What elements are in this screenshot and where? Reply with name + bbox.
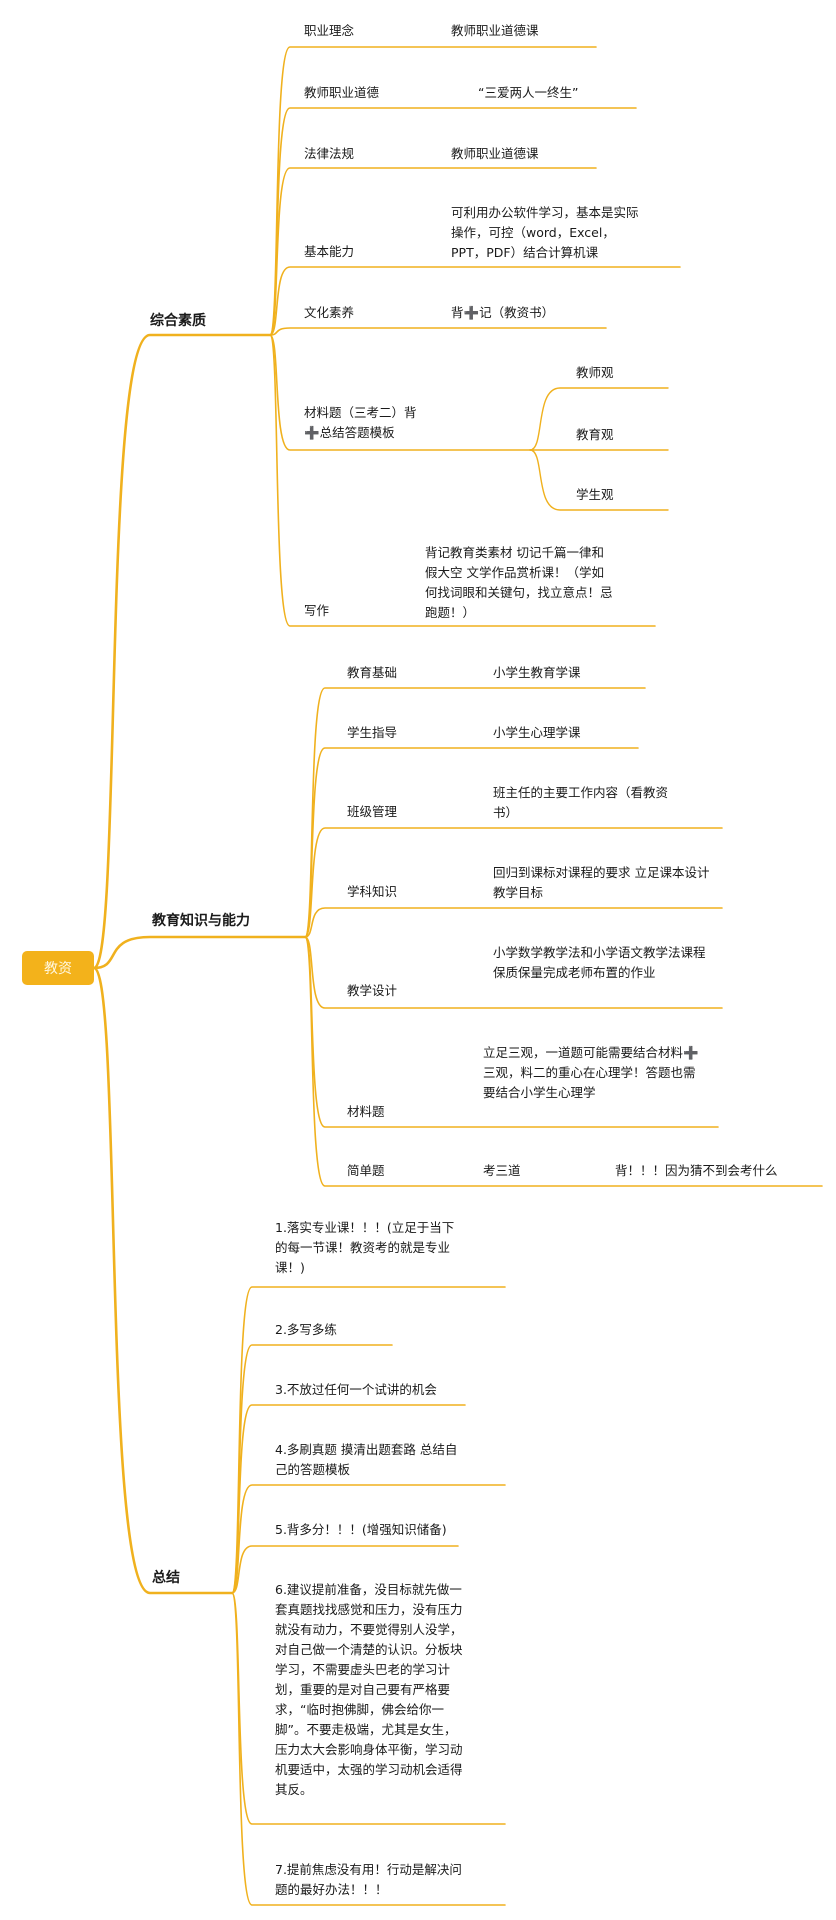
branch-jiaoyu-label: 教育知识与能力 xyxy=(152,913,250,929)
note-jiandan-ti: 考三道 xyxy=(483,1163,521,1178)
note-zhiye-linian: 教师职业道德课 xyxy=(451,23,539,38)
leaf-jiaoyu-jichu: 教育基础 xyxy=(347,665,398,680)
root-label: 教资 xyxy=(44,961,72,977)
note-jiaoyu-jichu: 小学生教育学课 xyxy=(493,665,581,680)
root-node[interactable]: 教资 xyxy=(22,951,94,985)
leaf-wenhua-suyang: 文化素养 xyxy=(304,305,355,320)
leaf-banji-guanli: 班级管理 xyxy=(347,804,398,819)
branch-zongjie-label: 总结 xyxy=(152,1570,180,1586)
connector-root-zonghe xyxy=(92,333,272,970)
leaf-xiezuo: 写作 xyxy=(304,603,330,618)
sub-jiaoshi-guan: 教师观 xyxy=(576,365,614,380)
connector-zonghe-jiben xyxy=(269,266,681,336)
leaf-jiandan-ti: 简单题 xyxy=(347,1163,385,1178)
note-jiben-nengli: 可利用办公软件学习，基本是实际操作，可控（word，Excel，PPT，PDF）… xyxy=(451,205,639,260)
leaf-xuesheng-zhidao: 学生指导 xyxy=(347,725,398,740)
connector-zongjie-4 xyxy=(231,1484,506,1594)
leaf-xueke-zhishi: 学科知识 xyxy=(347,884,398,899)
sub-jiaoyu-guan: 教育观 xyxy=(576,427,614,442)
leaf-zhiye-linian: 职业理念 xyxy=(304,23,355,38)
connector-jiaoyu-jiandan xyxy=(304,936,823,1187)
summary-item-3: 3.不放过任何一个试讲的机会 xyxy=(275,1382,437,1397)
connector-cailiao-jiaoshi xyxy=(529,387,669,451)
summary-item-2: 2.多写多练 xyxy=(275,1322,337,1337)
connector-jiaoyu-banji xyxy=(304,827,723,938)
branch-zonghe-label: 综合素质 xyxy=(150,313,206,329)
note-falv-fagui: 教师职业道德课 xyxy=(451,146,539,161)
connector-zonghe-cailiao xyxy=(269,334,531,451)
summary-item-4: 4.多刷真题 摸清出题套路 总结自己的答题模板 xyxy=(275,1442,458,1477)
summary-item-6: 6.建议提前准备，没目标就先做一套真题找找感觉和压力，没有压力就没有动力，不要觉… xyxy=(275,1582,463,1797)
connector-root-zongjie xyxy=(92,966,234,1595)
note-banji-guanli: 班主任的主要工作内容（看教资书） xyxy=(493,785,669,820)
note-wenhua-suyang: 背➕记（教资书） xyxy=(451,305,555,320)
connector-jiaoyu-xueke xyxy=(304,907,723,938)
summary-item-1: 1.落实专业课！！！(立足于当下的每一节课！教资考的就是专业课！) xyxy=(275,1220,455,1275)
connector-zongjie-5 xyxy=(231,1545,459,1594)
connector-zonghe-wenhua xyxy=(269,327,607,336)
connector-zonghe-falv xyxy=(269,167,597,336)
connector-jiaoyu-sheji xyxy=(304,936,723,1009)
summary-item-7: 7.提前焦虑没有用！行动是解决问题的最好办法！！！ xyxy=(275,1862,462,1897)
note-jiandan-ti-2: 背！！！因为猜不到会考什么 xyxy=(615,1163,778,1178)
connector-cailiao-xuesheng xyxy=(529,449,669,511)
connector-zongjie-7 xyxy=(231,1592,506,1906)
note-jiaoshi-daode: “三爱两人一终生” xyxy=(478,85,579,100)
connector-zonghe-xiezuo xyxy=(269,334,656,627)
note-xuesheng-zhidao: 小学生心理学课 xyxy=(493,725,581,740)
connector-zongjie-3 xyxy=(231,1404,466,1594)
summary-item-5: 5.背多分！！！(增强知识储备) xyxy=(275,1522,447,1537)
leaf-cailiao-ti-2: 材料题 xyxy=(347,1104,385,1119)
leaf-falv-fagui: 法律法规 xyxy=(304,146,355,161)
note-cailiao-ti-2: 立足三观，一道题可能需要结合材料➕三观，料二的重心在心理学！答题也需要结合小学生… xyxy=(483,1045,699,1100)
note-jiaoxue-sheji: 小学数学教学法和小学语文教学法课程 保质保量完成老师布置的作业 xyxy=(493,945,706,980)
leaf-jiaoxue-sheji: 教学设计 xyxy=(347,983,398,998)
leaf-jiben-nengli: 基本能力 xyxy=(304,244,355,259)
leaf-cailiao-ti: 材料题（三考二）背➕总结答题模板 xyxy=(304,405,417,440)
sub-xuesheng-guan: 学生观 xyxy=(576,487,614,502)
note-xiezuo: 背记教育类素材 切记千篇一律和假大空 文学作品赏析课！（学如何找词眼和关键句，找… xyxy=(425,545,613,620)
connector-root-jiaoyu xyxy=(92,935,307,970)
note-xueke-zhishi: 回归到课标对课程的要求 立足课本设计教学目标 xyxy=(493,865,710,900)
leaf-jiaoshi-daode: 教师职业道德 xyxy=(304,85,380,100)
